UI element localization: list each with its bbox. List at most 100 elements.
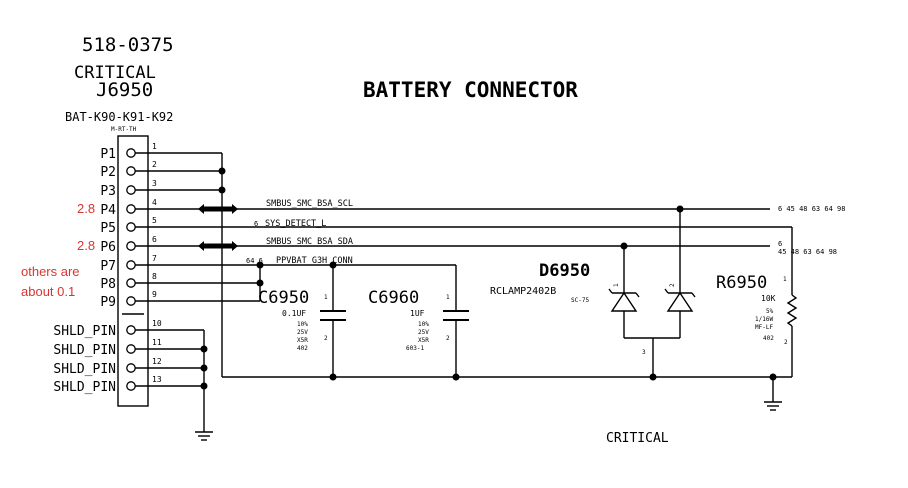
shield-ground (135, 329, 213, 441)
c6950-spec: X5R (297, 337, 308, 344)
net-sda-pages: 45 48 63 64 98 (778, 248, 837, 256)
connector-pin-circle (126, 296, 136, 306)
c6950-spec: 10% (297, 321, 308, 328)
c6960-pin2: 2 (446, 335, 450, 342)
c6960-spec: X5R (418, 337, 429, 344)
c6960-spec: 603-1 (406, 345, 424, 352)
connector-pin-number: 10 (152, 319, 162, 328)
d6950-pin3: 3 (642, 349, 646, 356)
connector-pin-label: SHLD_PIN (53, 324, 116, 339)
diode-d6950: D6950 RCLAMP2402B SC-75 1 2 3 (490, 261, 696, 377)
connector-pin: P55 (100, 216, 157, 236)
connector-pin-number: 11 (152, 338, 162, 347)
connector-pin-number: 5 (152, 216, 157, 225)
part-number: 518-0375 (82, 34, 174, 56)
r6950-spec: 402 (763, 335, 774, 342)
c6960-value: 1UF (410, 309, 425, 318)
c6950-pin2: 2 (324, 335, 328, 342)
c6960-spec: 10% (418, 321, 429, 328)
connector-pin-number: 8 (152, 272, 157, 281)
d6950-ref: D6950 (539, 261, 590, 281)
connector-pin-number: 6 (152, 235, 157, 244)
connector-pin-label: SHLD_PIN (53, 343, 116, 358)
net-sda-label: SMBUS_SMC_BSA_SDA (266, 237, 353, 247)
connector-pin-number: 4 (152, 198, 157, 207)
connector-pin-number: 3 (152, 179, 157, 188)
connector-footprint: M-RT-TH (111, 126, 137, 133)
connector-body (117, 135, 149, 407)
d6950-pin2: 2 (669, 283, 676, 287)
capacitor-c6950: C6950 1 2 0.1UF 10% 25V X5R 402 (258, 288, 346, 377)
connector-pin: P9 9 (100, 290, 157, 310)
connector-pin-circle (126, 222, 136, 232)
c6950-spec: 25V (297, 329, 308, 336)
net-ppvbat-label: PPVBAT_G3H_CONN (276, 256, 353, 266)
net-scl: SMBUS_SMC_BSA_SCL 6 45 48 63 64 98 (135, 199, 845, 285)
p4-annotation: 2.8 (77, 201, 95, 216)
connector-pin-circle (126, 204, 136, 214)
net-sys-detect-label: SYS_DETECT_L (265, 219, 326, 229)
connector-pin-circle (126, 166, 136, 176)
r6950-spec: 1/16W (755, 316, 773, 323)
net-scl-pages: 6 45 48 63 64 98 (778, 205, 845, 213)
net-sda: SMBUS_SMC_BSA_SDA 6 45 48 63 64 98 (135, 237, 837, 285)
net-sda-page-first: 6 (778, 240, 782, 248)
connector-pin-label: SHLD_PIN (53, 380, 116, 395)
r6950-value: 10K (761, 294, 776, 303)
connector-pin-circle (126, 325, 136, 335)
connector-pin-label: P9 (100, 295, 116, 310)
net-sys-detect-prefix: 6 (254, 220, 258, 228)
connector-pin-circle (126, 381, 136, 391)
connector-pin-label: P7 (100, 259, 116, 274)
connector-pin-circle (126, 344, 136, 354)
net-scl-label: SMBUS_SMC_BSA_SCL (266, 199, 353, 209)
capacitor-c6960: C6960 1 2 1UF 10% 25V X5R 603-1 (368, 288, 469, 377)
connector-pin: P6 6 (100, 235, 157, 255)
c6960-pin1: 1 (446, 294, 450, 301)
others-annotation-line2: about 0.1 (21, 284, 75, 299)
connector-pin-label: P3 (100, 184, 116, 199)
d6950-pin1: 1 (613, 283, 620, 287)
r6950-ref: R6950 (716, 273, 767, 293)
c6960-ref: C6960 (368, 288, 419, 308)
resistor-r6950: R6950 1 10K 5% 1/16W MF-LF 402 2 (716, 273, 798, 377)
connector-pin-circle (126, 260, 136, 270)
c6950-ref: C6950 (258, 288, 309, 308)
r6950-spec: 5% (766, 308, 774, 315)
connector-pin-circle (126, 278, 136, 288)
ground-bus (135, 152, 792, 411)
connector-pin-number: 9 (152, 290, 157, 299)
connector-pin-circle (126, 185, 136, 195)
connector-name: BAT-K90-K91-K92 (65, 110, 173, 124)
connector-pin-label: P2 (100, 165, 116, 180)
connector-pin: P3 3 (100, 179, 157, 199)
r6950-pin2: 2 (784, 339, 788, 346)
connector-pin-number: 7 (152, 254, 157, 263)
critical-label-bottom: CRITICAL (606, 431, 669, 446)
critical-label-top: CRITICAL (74, 63, 156, 83)
connector-pin-number: 2 (152, 160, 157, 169)
page-title: BATTERY CONNECTOR (363, 78, 578, 102)
connector-pin-label: P1 (100, 147, 116, 162)
c6950-spec: 402 (297, 345, 308, 352)
connector-pin-label: P8 (100, 277, 116, 292)
connector-pin: P8 8 (100, 272, 157, 292)
connector-pin-label: P4 (100, 203, 116, 218)
c6960-spec: 25V (418, 329, 429, 336)
net-ppvbat: 64 6 PPVBAT_G3H_CONN (135, 256, 457, 311)
connector-pin-label: P6 (100, 240, 116, 255)
r6950-pin1: 1 (783, 276, 787, 283)
c6950-value: 0.1UF (282, 309, 306, 318)
net-ppvbat-prefix: 64 6 (246, 257, 263, 265)
others-annotation-line1: others are (21, 264, 80, 279)
d6950-package: SC-75 (571, 297, 589, 304)
connector-pin-number: 1 (152, 142, 157, 151)
r6950-spec: MF-LF (755, 324, 773, 331)
c6950-pin1: 1 (324, 294, 328, 301)
connector-pin: SHLD_PIN 11 (53, 338, 161, 358)
connector-pin-circle (126, 148, 136, 158)
d6950-part: RCLAMP2402B (490, 286, 556, 297)
